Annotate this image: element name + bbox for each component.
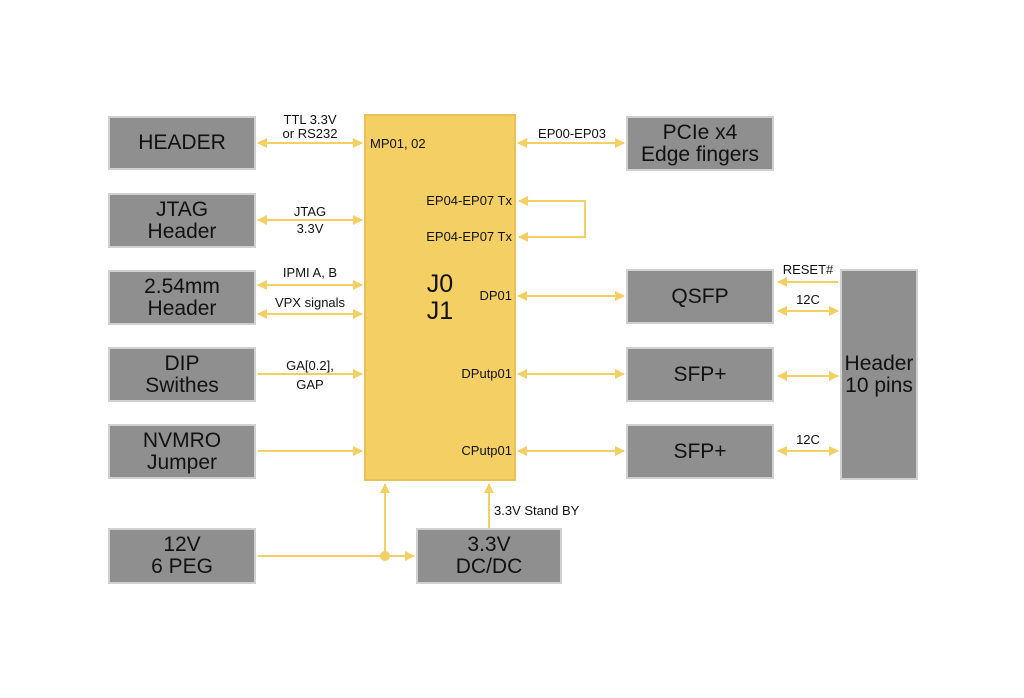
signal-ga-line-2: GAP (296, 377, 324, 392)
sfp-plus-block-2: SFP+ (626, 424, 774, 479)
signal-ttl-line-2: or RS232 (282, 126, 338, 141)
peg-12v-label-1: 12V (163, 533, 201, 556)
main-label-2: J1 (426, 296, 454, 325)
header-10-pins-label-1: Header (844, 351, 914, 375)
header-block: HEADER (108, 116, 256, 170)
jtag-header-label-1: JTAG (155, 197, 209, 221)
j0-j1-connector-block: J0 J1 (364, 114, 516, 481)
qsfp-block: QSFP (626, 269, 774, 324)
pin-ep-tx-1: EP04-EP07 Tx (426, 193, 512, 208)
signal-standby: 3.3V Stand BY (494, 503, 580, 518)
header-10-pins-block: Header 10 pins (840, 269, 918, 480)
signal-jtag-line-2: 3.3V (296, 221, 324, 236)
dip-switches-label-1: DIP (164, 351, 200, 375)
signal-reset: RESET# (782, 262, 834, 277)
signal-jtag-line-1: JTAG (293, 204, 327, 219)
signal-jtag: JTAG 3.3V (262, 203, 358, 237)
pcie-label-1: PCIe x4 (662, 120, 738, 144)
pin-dp01: DP01 (479, 288, 512, 303)
signal-vpx: VPX signals (274, 295, 346, 310)
header-10-pins-label-2: 10 pins (845, 373, 913, 397)
peg-12v-label-2: 6 PEG (151, 555, 213, 578)
nvmro-jumper-label-1: NVMRO (142, 428, 222, 452)
dcdc-label-2: DC/DC (455, 555, 523, 578)
jtag-header-block: JTAG Header (108, 193, 256, 248)
header-254mm-block: 2.54mm Header (108, 270, 256, 325)
peg-12v-block: 12V 6 PEG (108, 528, 256, 584)
signal-i2c-2: 12C (796, 432, 820, 447)
main-label-1: J0 (426, 269, 454, 298)
signal-i2c-1: 12C (796, 292, 820, 307)
qsfp-label: QSFP (671, 284, 729, 308)
pin-mp01-02: MP01, 02 (370, 136, 426, 151)
jtag-header-label-2: Header (147, 219, 217, 243)
junction-dot (380, 551, 390, 561)
nvmro-jumper-block: NVMRO Jumper (108, 424, 256, 479)
pin-dputp01: DPutp01 (461, 366, 512, 381)
signal-ga-line-1: GA[0.2], (286, 358, 334, 373)
signal-ttl: TTL 3.3V or RS232 (262, 113, 358, 141)
sfp-plus-label-1: SFP+ (673, 362, 727, 386)
dip-switches-label-2: Swithes (145, 373, 219, 397)
header-254mm-label-1: 2.54mm (144, 274, 220, 298)
signal-ga: GA[0.2], GAP (262, 356, 358, 394)
nvmro-jumper-label-2: Jumper (146, 450, 218, 474)
signal-ipmi: IPMI A, B (282, 265, 338, 280)
header-block-label: HEADER (138, 131, 226, 154)
wire-ep-loop (518, 196, 586, 242)
dip-switches-block: DIP Swithes (108, 347, 256, 402)
pin-ep-tx-2: EP04-EP07 Tx (426, 229, 512, 244)
pcie-block: PCIe x4 Edge fingers (626, 116, 774, 171)
signal-ttl-line-1: TTL 3.3V (283, 112, 337, 127)
header-254mm-label-2: Header (147, 296, 217, 320)
pin-cputp01: CPutp01 (461, 443, 512, 458)
dcdc-label-1: 3.3V (467, 533, 511, 556)
signal-ep00-ep03: EP00-EP03 (538, 126, 606, 141)
sfp-plus-label-2: SFP+ (673, 439, 727, 463)
dcdc-block: 3.3V DC/DC (416, 528, 562, 584)
pcie-label-2: Edge fingers (641, 142, 759, 166)
sfp-plus-block-1: SFP+ (626, 347, 774, 402)
